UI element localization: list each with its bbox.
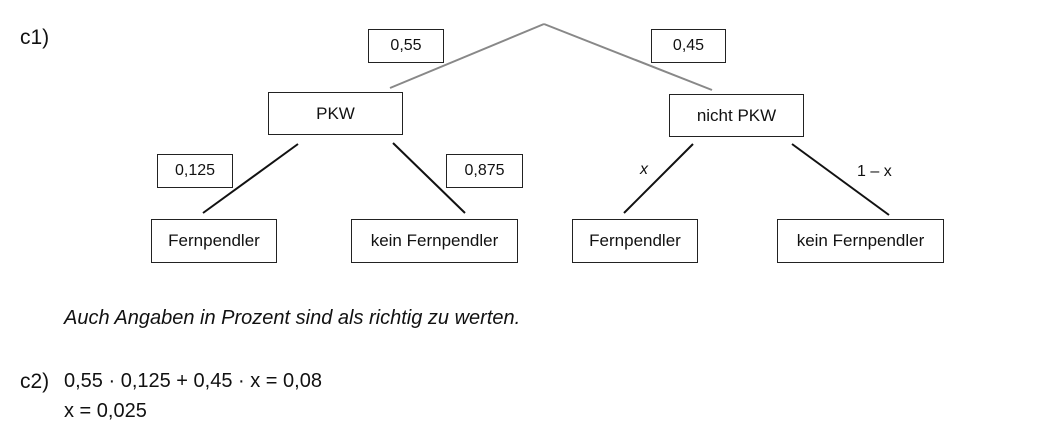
edge-pkw-to-kein-fernpendler (392, 142, 466, 214)
edge-root-to-pkw (389, 23, 545, 89)
prob-label-nicht-pkw-kein-fernpendler: 1 – x (857, 163, 892, 180)
node-nicht-pkw: nicht PKW (669, 94, 804, 137)
prob-label-nicht-pkw-fernpendler: x (640, 161, 648, 178)
equation-line-1: 0,55 · 0,125 + 0,45 · x = 0,08 (64, 370, 322, 392)
prob-box-pkw-kein-fernpendler: 0,875 (446, 154, 523, 188)
prob-box-pkw-fernpendler: 0,125 (157, 154, 233, 188)
edge-nicht-pkw-to-fernpendler (623, 143, 694, 214)
equation-line-2: x = 0,025 (64, 400, 147, 422)
node-nicht-pkw-kein-fernpendler: kein Fernpendler (777, 219, 944, 263)
node-pkw-kein-fernpendler: kein Fernpendler (351, 219, 518, 263)
prob-box-pkw: 0,55 (368, 29, 444, 63)
part-label-c1: c1) (20, 26, 50, 49)
node-nicht-pkw-fernpendler: Fernpendler (572, 219, 698, 263)
edge-root-to-nicht-pkw (543, 23, 713, 91)
edge-nicht-pkw-to-kein-fernpendler (791, 143, 890, 216)
node-pkw: PKW (268, 92, 403, 135)
part-label-c2: c2) (20, 370, 50, 393)
prob-box-nicht-pkw: 0,45 (651, 29, 726, 63)
node-pkw-fernpendler: Fernpendler (151, 219, 277, 263)
edge-pkw-to-fernpendler (202, 143, 299, 214)
grading-note: Auch Angaben in Prozent sind als richtig… (64, 307, 521, 329)
